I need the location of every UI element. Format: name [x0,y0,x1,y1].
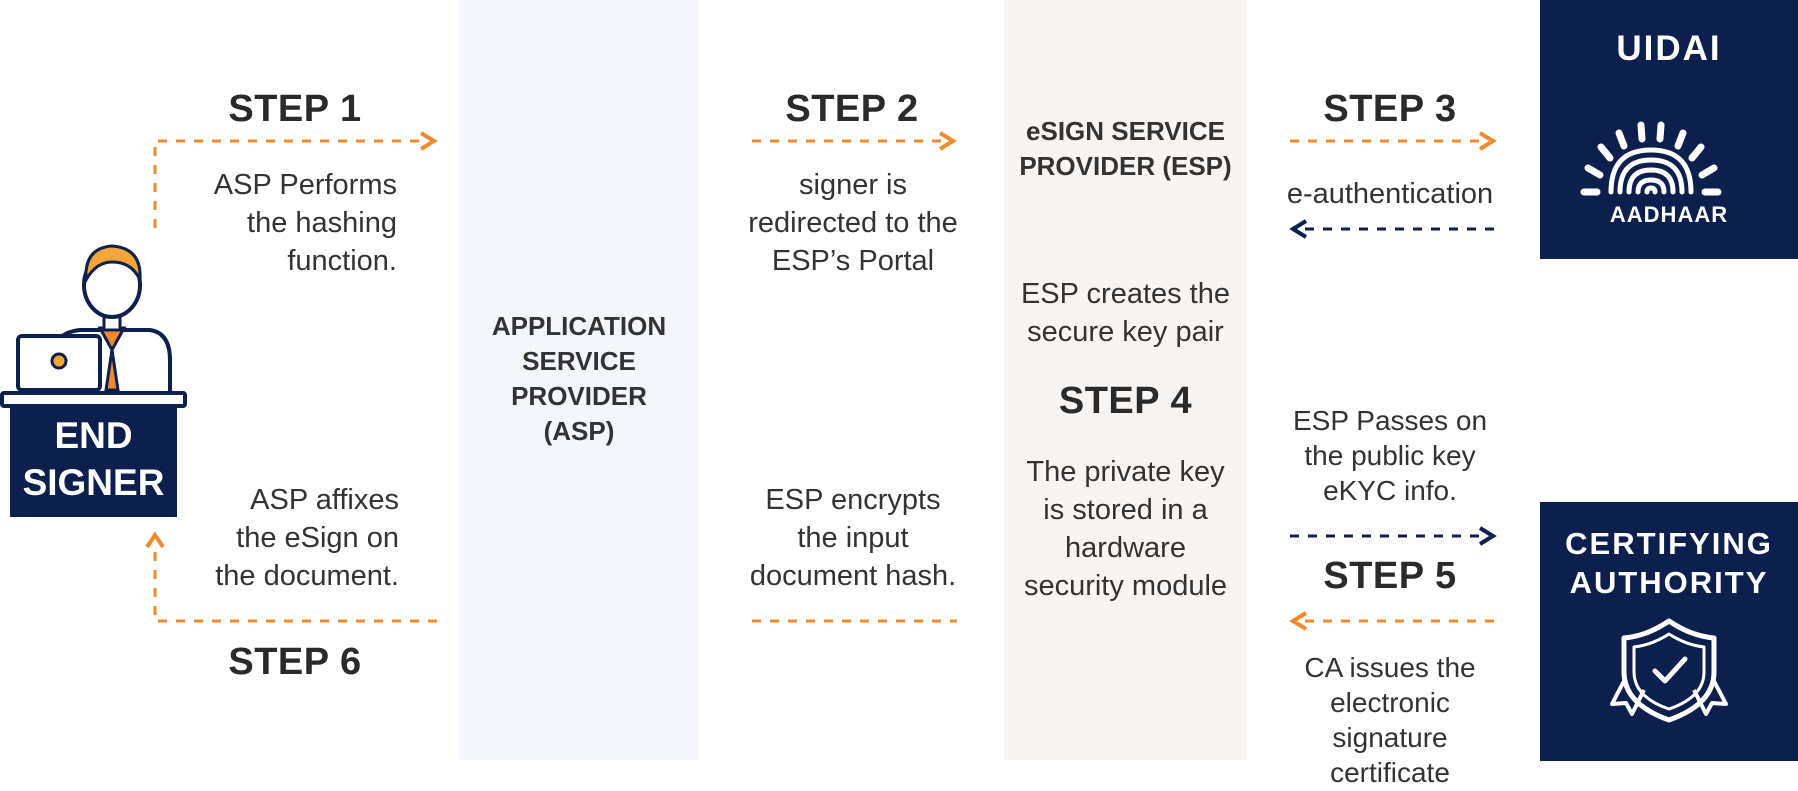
step-6-text: ASP affixes the eSign on the document. [215,484,399,592]
step-3-text: e-authentication [1286,178,1494,210]
step-1-label: STEP 1 [228,88,362,130]
step-5-label: STEP 5 [1323,555,1457,597]
step-5-top-text: ESP Passes on the public key eKYC info. [1292,405,1488,506]
esp-panel-title: eSIGN SERVICE PROVIDER (ESP) [1019,116,1232,181]
uidai-box [1540,0,1798,259]
step-2-label: STEP 2 [785,88,919,130]
step-6-label: STEP 6 [228,641,362,683]
step-5-forward-arrowhead [1478,526,1497,546]
esp-hsm-text: The private key is stored in a hardware … [1023,456,1228,602]
step-3-return-arrowhead [1289,219,1308,239]
step-5-return-arrowhead [1289,611,1308,631]
asp-panel [459,0,699,760]
ca-title: CERTIFYING AUTHORITY [1565,526,1773,600]
end-signer-label: END SIGNER [22,415,165,503]
step-6-arrowhead [145,531,165,549]
asp-panel-title: APPLICATION SERVICE PROVIDER (ASP) [491,311,667,446]
esp-panel [1004,0,1247,760]
esp-key-pair-text: ESP creates the secure key pair [1020,278,1231,348]
step-1-connector [153,139,425,228]
step-1-arrowhead [419,131,438,151]
aadhaar-logo-text: AADHAAR [1609,202,1729,227]
step-3-forward-arrowhead [1478,131,1497,151]
step-1-text: ASP Performs the hashing function. [213,169,397,277]
step-2-text: signer is redirected to the ESP’s Portal [748,169,958,277]
step-4-label: STEP 4 [1058,380,1193,422]
end-signer-box [10,406,177,517]
aadhaar-fingerprint-sun-icon [1580,121,1722,196]
uidai-title: UIDAI [1616,29,1722,68]
encrypt-text: ESP encrypts the input document hash. [749,484,957,592]
step-5-bottom-text: CA issues the electronic signature certi… [1304,652,1476,788]
person-with-laptop-icon [0,244,187,408]
step-3-label: STEP 3 [1323,88,1457,130]
step-6-connector [153,545,437,623]
step-2-arrowhead [938,131,957,151]
shield-check-ribbon-icon [1610,618,1728,723]
